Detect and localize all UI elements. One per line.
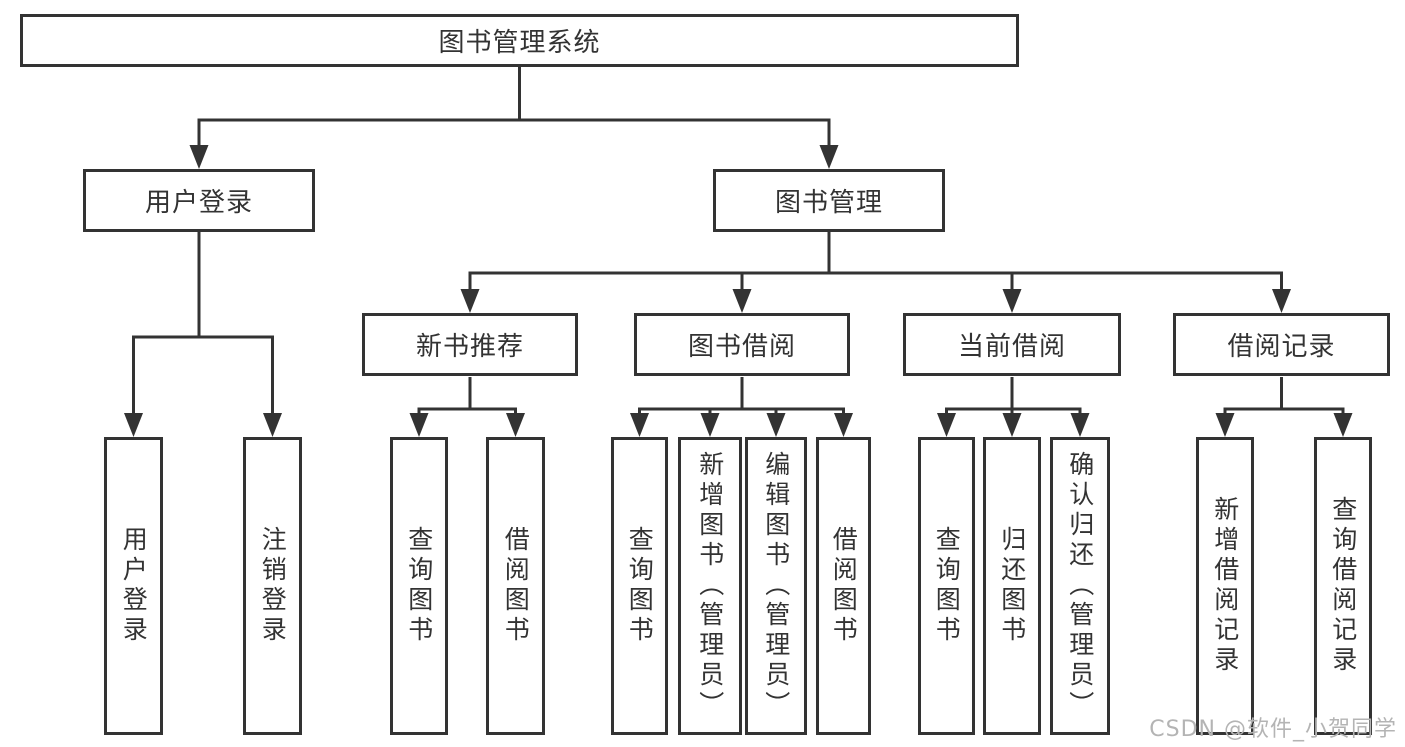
leaf-add-book-admin: 新增图书（管理员） [678,437,742,735]
node-borrow-records-label: 借阅记录 [1227,332,1336,362]
node-user-login: 用户登录 [83,169,315,232]
leaf-query-books-borrow-label: 查询图书 [625,526,655,646]
node-book-borrow: 图书借阅 [634,313,850,376]
node-book-management-label: 图书管理 [774,188,883,218]
node-user-login-label: 用户登录 [144,188,253,218]
node-book-management: 图书管理 [713,169,945,232]
arrowhead [766,413,786,437]
arrowhead [1070,413,1090,437]
arrowhead [506,413,525,437]
leaf-borrow-books-borrow: 借阅图书 [816,437,871,735]
node-root-label: 图书管理系统 [438,28,601,58]
leaf-edit-book-admin-label: 编辑图书（管理员） [761,451,791,721]
leaf-add-borrow-record: 新增借阅记录 [1196,437,1254,735]
node-new-book-recommend-label: 新书推荐 [415,332,524,362]
arrowhead [1002,289,1022,313]
arrowhead [937,413,956,437]
leaf-borrow-books-recommend: 借阅图书 [486,437,545,735]
arrowhead [1002,413,1022,437]
arrowhead [630,413,649,437]
node-book-borrow-label: 图书借阅 [687,332,796,362]
leaf-query-books-borrow: 查询图书 [611,437,668,735]
leaf-query-borrow-record-label: 查询借阅记录 [1328,496,1358,676]
connector-path [132,67,1345,417]
node-borrow-records: 借阅记录 [1173,313,1390,376]
leaf-query-books-current-label: 查询图书 [932,526,962,646]
leaf-logout-label: 注销登录 [258,526,288,646]
leaf-borrow-books-recommend-label: 借阅图书 [501,526,531,646]
leaf-query-books-recommend: 查询图书 [390,437,448,735]
arrowhead [460,289,480,313]
node-current-borrow-label: 当前借阅 [957,332,1066,362]
leaf-add-book-admin-label: 新增图书（管理员） [695,451,725,721]
leaf-edit-book-admin: 编辑图书（管理员） [745,437,807,735]
leaf-return-books: 归还图书 [983,437,1041,735]
node-current-borrow: 当前借阅 [903,313,1121,376]
arrowhead [834,413,853,437]
leaf-add-borrow-record-label: 新增借阅记录 [1210,496,1240,676]
arrowhead [1272,289,1291,313]
leaf-confirm-return-admin-label: 确认归还（管理员） [1065,451,1095,721]
watermark: CSDN @软件_小贺同学 [1149,717,1397,742]
node-root: 图书管理系统 [20,14,1019,67]
node-new-book-recommend: 新书推荐 [362,313,578,376]
leaf-user-login-label: 用户登录 [119,526,149,646]
leaf-query-books-recommend-label: 查询图书 [404,526,434,646]
arrowhead [819,145,839,169]
leaf-logout: 注销登录 [243,437,302,735]
leaf-user-login: 用户登录 [104,437,163,735]
leaf-query-borrow-record: 查询借阅记录 [1314,437,1372,735]
leaf-borrow-books-borrow-label: 借阅图书 [829,526,859,646]
arrowhead [1333,413,1353,437]
arrowhead [124,413,143,437]
leaf-query-books-current: 查询图书 [918,437,975,735]
leaf-confirm-return-admin: 确认归还（管理员） [1050,437,1110,735]
arrowhead [700,413,720,437]
arrowhead [732,289,752,313]
arrowhead [263,413,282,437]
arrowhead [189,145,209,169]
arrowhead [1215,413,1235,437]
arrowhead [409,413,429,437]
leaf-return-books-label: 归还图书 [997,526,1027,646]
